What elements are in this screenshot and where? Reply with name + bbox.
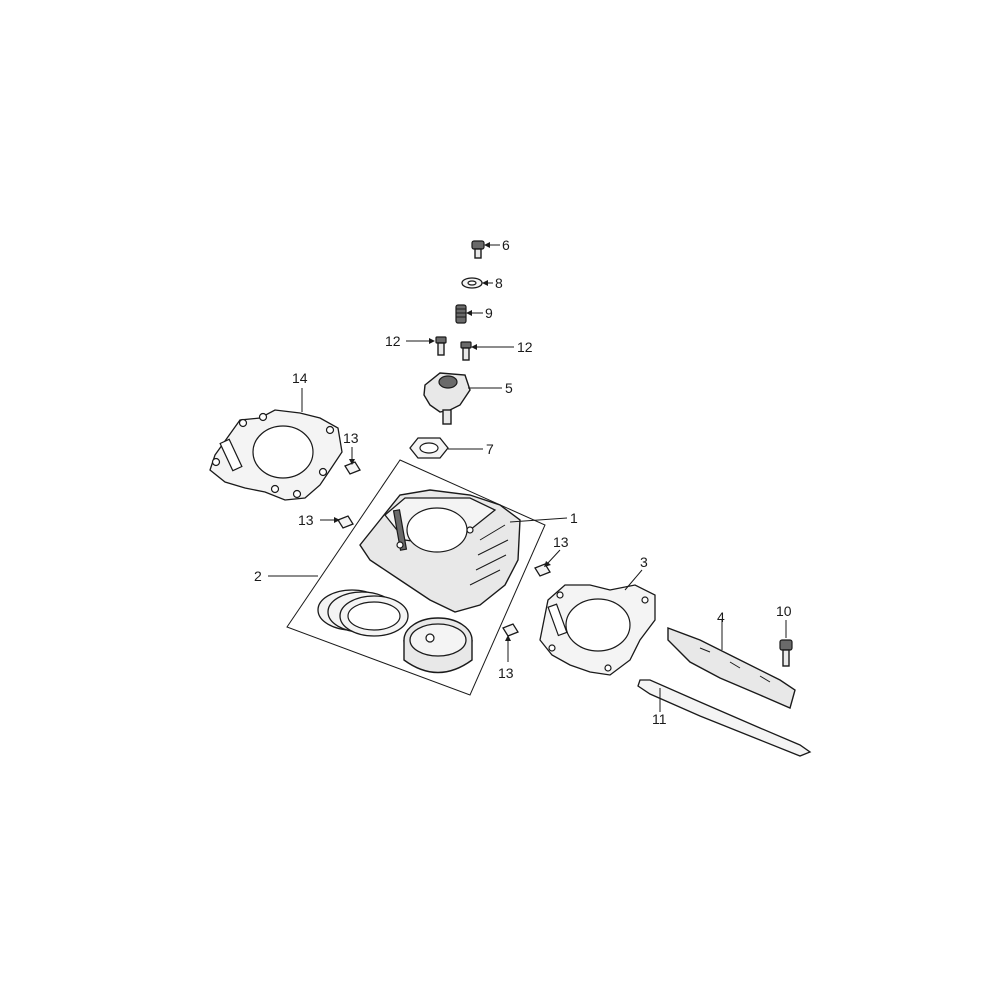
callout-labels: 6 8 9 12 12 5 14 13 7 1 13 13 2 3 10 4 1…: [254, 237, 792, 727]
tensioner-bolt-part-6: [471, 240, 485, 259]
callout-13-a: 13: [343, 430, 359, 446]
leader-lines: [268, 242, 787, 712]
tensioner-body-part-5: [423, 372, 471, 425]
chain-guide-strip-part-11: [637, 679, 812, 757]
callout-12-left: 12: [385, 333, 401, 349]
bolt-part-12-right: [460, 341, 472, 361]
callout-7: 7: [486, 441, 494, 457]
callout-4: 4: [717, 609, 725, 625]
cylinder-block-part-1: [359, 489, 521, 613]
bolt-part-10: [779, 639, 793, 667]
callout-13-c: 13: [553, 534, 569, 550]
dowel-pin-part-13-b: [337, 515, 354, 529]
callout-5: 5: [505, 380, 513, 396]
callout-14: 14: [292, 370, 308, 386]
callout-8: 8: [495, 275, 503, 291]
piston: [403, 617, 473, 674]
tensioner-gasket-part-7: [409, 437, 449, 459]
callout-13-b: 13: [298, 512, 314, 528]
spring-part-9: [455, 304, 467, 324]
callout-13-d: 13: [498, 665, 514, 681]
callout-12-right: 12: [517, 339, 533, 355]
piston-rings: [317, 589, 409, 637]
dowel-pin-part-13-c: [534, 563, 551, 577]
head-gasket-part-14: [209, 409, 343, 501]
callout-1: 1: [570, 510, 578, 526]
callout-11: 11: [652, 711, 667, 727]
base-gasket-part-3: [539, 584, 656, 676]
callout-2: 2: [254, 568, 262, 584]
washer-part-8: [461, 277, 483, 289]
callout-10: 10: [776, 603, 792, 619]
callout-9: 9: [485, 305, 493, 321]
piston-kit-part-2: [286, 459, 546, 696]
callout-6: 6: [502, 237, 510, 253]
bolt-part-12-left: [435, 336, 447, 356]
chain-guide-part-4: [667, 626, 796, 709]
callout-3: 3: [640, 554, 648, 570]
dowel-pin-part-13-d: [502, 623, 519, 637]
